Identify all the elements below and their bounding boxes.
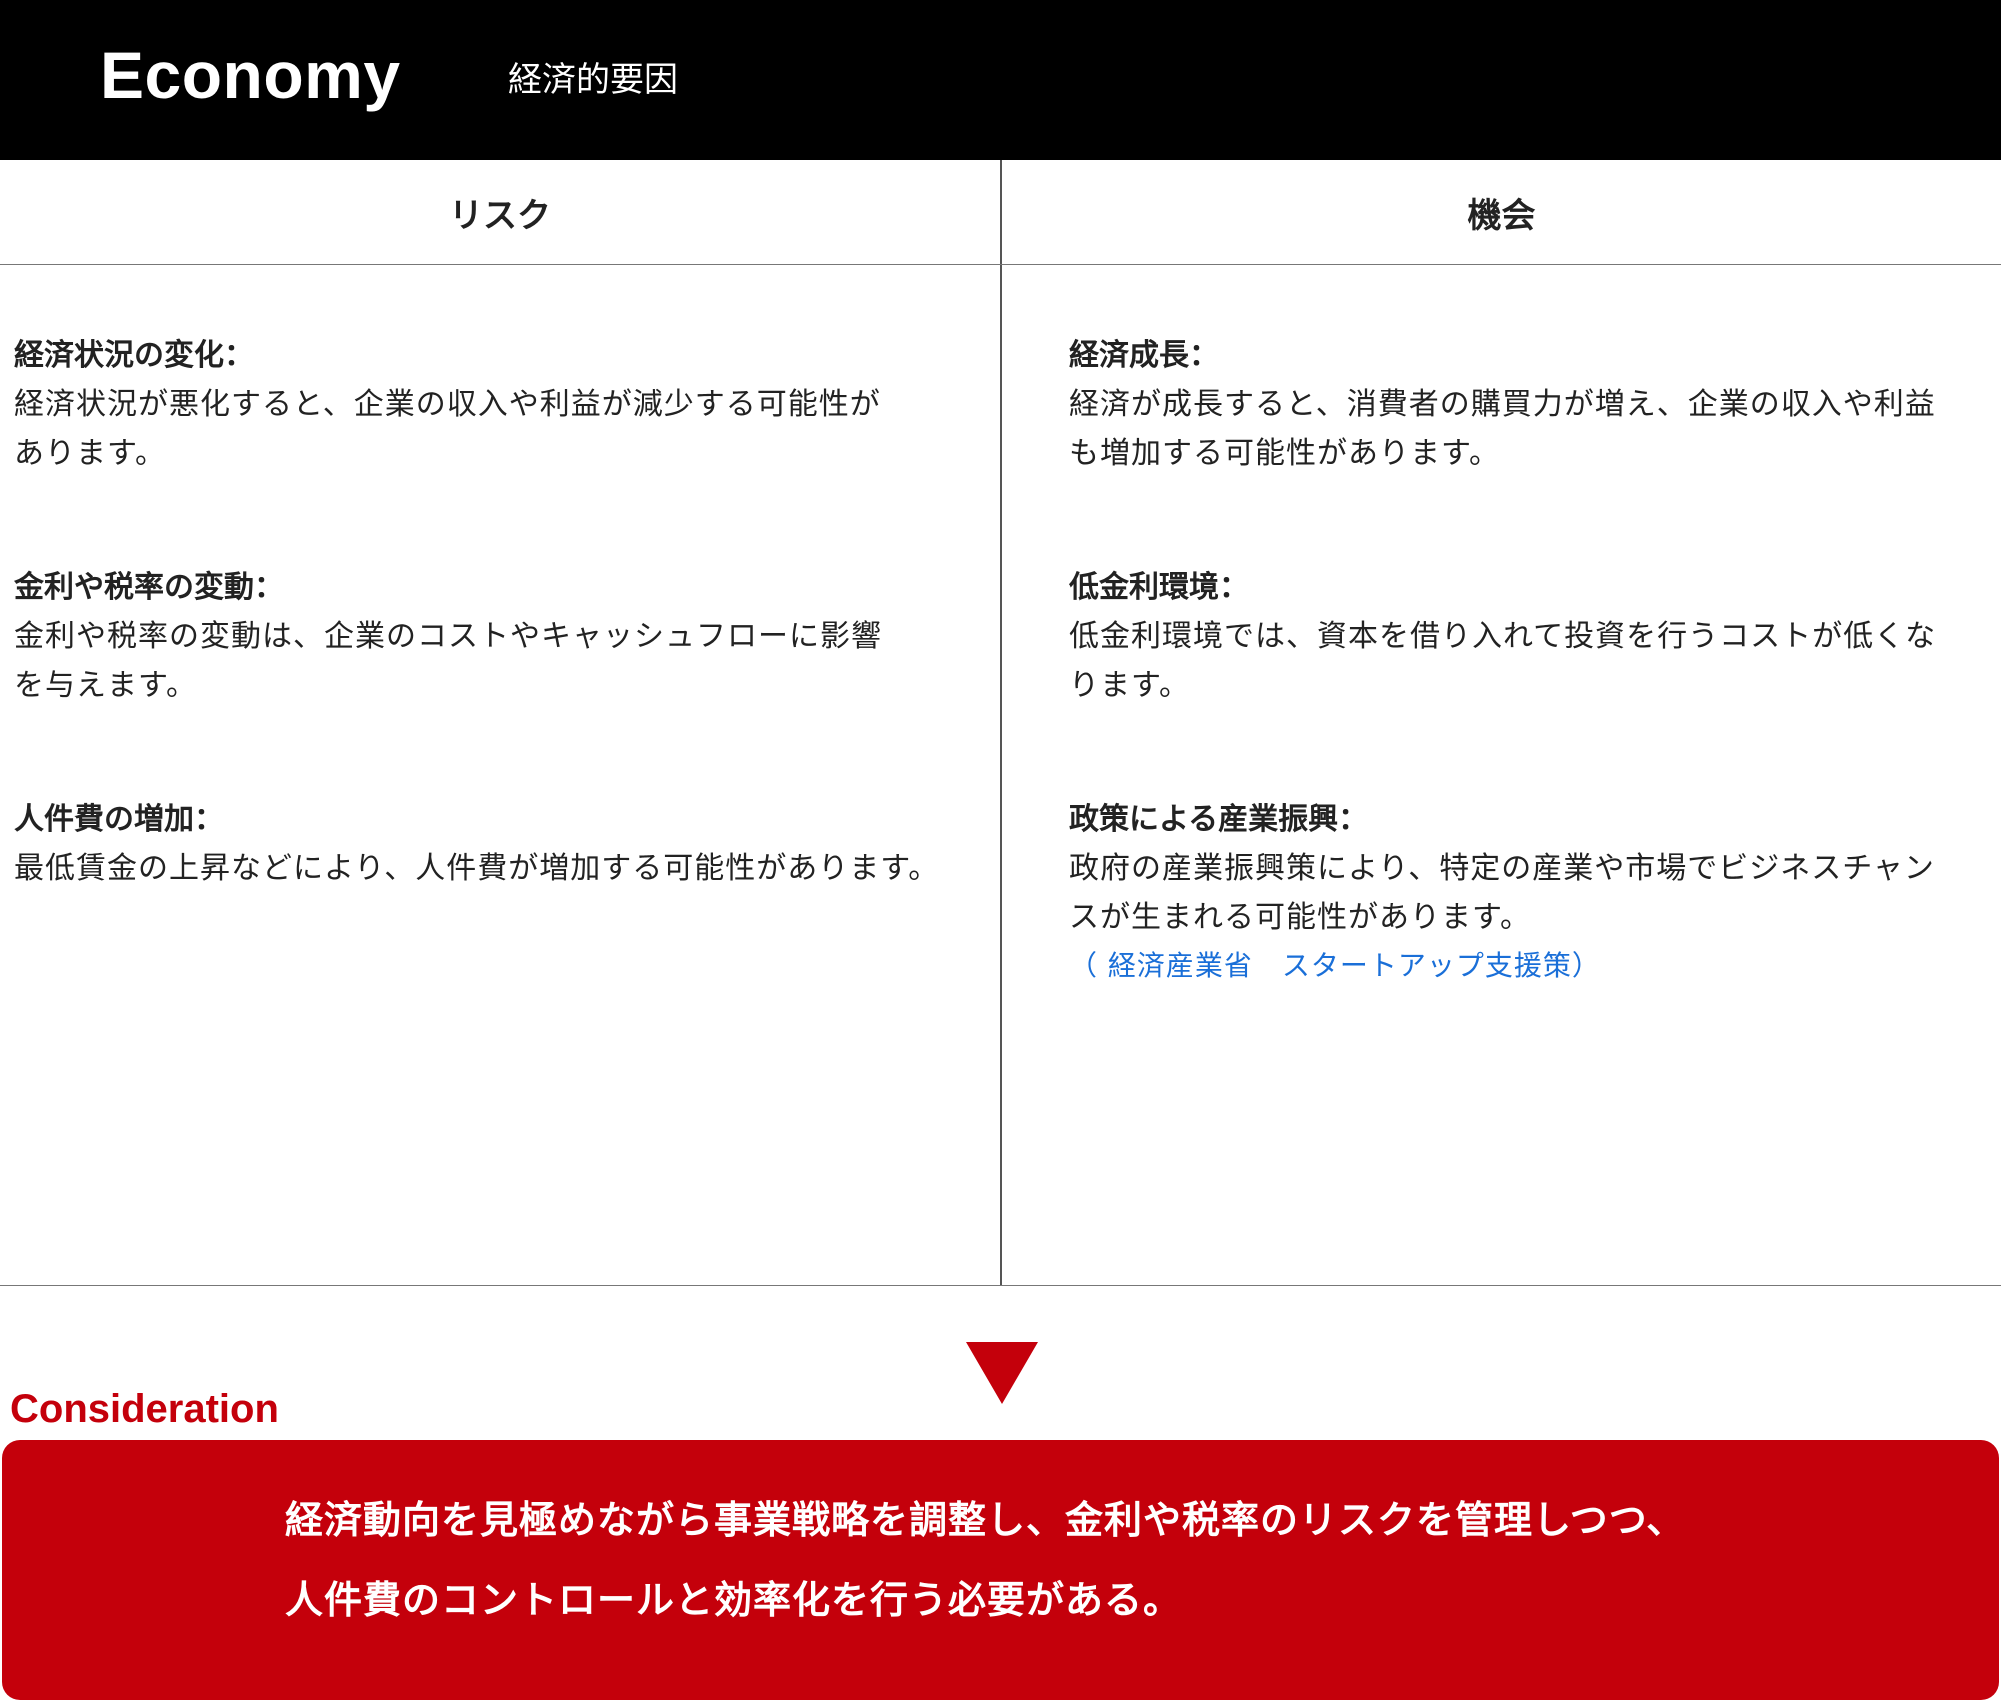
risk-opportunity-table: リスク 機会 経済状況の変化： 経済状況が悪化すると、企業の収入や利益が減少する… bbox=[0, 160, 2001, 1286]
opportunity-item-title: 低金利環境： bbox=[1069, 570, 1249, 605]
opportunity-item-title: 経済成長： bbox=[1069, 338, 1219, 373]
consideration-line: 経済動向を見極めながら事業戦略を調整し、金利や税率のリスクを管理しつつ、 bbox=[285, 1498, 1686, 1542]
risk-item-line: 最低賃金の上昇などにより、人件費が増加する可能性があります。 bbox=[14, 851, 940, 886]
risk-item-title: 人件費の増加： bbox=[14, 802, 224, 837]
opportunity-column-heading: 機会 bbox=[1467, 196, 1536, 236]
risk-item: 経済状況の変化： 経済状況が悪化すると、企業の収入や利益が減少する可能性が あり… bbox=[14, 332, 954, 564]
opportunity-item-line: も増加する可能性があります。 bbox=[1069, 436, 1500, 471]
opportunity-item-line: 政府の産業振興策により、特定の産業や市場でビジネスチャン bbox=[1069, 851, 1935, 886]
consideration-box: 経済動向を見極めながら事業戦略を調整し、金利や税率のリスクを管理しつつ、 人件費… bbox=[2, 1440, 1999, 1700]
page-subtitle: 経済的要因 bbox=[508, 60, 678, 100]
opportunity-item-line: スが生まれる可能性があります。 bbox=[1069, 900, 1531, 935]
opportunity-item-title: 政策による産業振興： bbox=[1069, 802, 1369, 837]
consideration-text: 経済動向を見極めながら事業戦略を調整し、金利や税率のリスクを管理しつつ、 人件費… bbox=[285, 1480, 1785, 1640]
opportunity-item: 政策による産業振興： 政府の産業振興策により、特定の産業や市場でビジネスチャン … bbox=[1069, 796, 1969, 1028]
risk-item: 人件費の増加： 最低賃金の上昇などにより、人件費が増加する可能性があります。 bbox=[14, 796, 954, 1028]
opportunity-column: 経済成長： 経済が成長すると、消費者の購買力が増え、企業の収入や利益 も増加する… bbox=[1069, 332, 1969, 1028]
opportunity-item-line: 経済が成長すると、消費者の購買力が増え、企業の収入や利益 bbox=[1069, 387, 1936, 422]
risk-item: 金利や税率の変動： 金利や税率の変動は、企業のコストやキャッシュフローに影響 を… bbox=[14, 564, 954, 796]
risk-item-line: 金利や税率の変動は、企業のコストやキャッシュフローに影響 bbox=[14, 619, 882, 654]
column-divider bbox=[1000, 160, 1002, 1285]
risk-item-line: 経済状況が悪化すると、企業の収入や利益が減少する可能性が bbox=[14, 387, 881, 422]
risk-item-line: あります。 bbox=[14, 436, 166, 471]
risk-item-line: を与えます。 bbox=[14, 668, 197, 703]
consideration-label: Consideration bbox=[10, 1387, 279, 1431]
opportunity-item: 低金利環境： 低金利環境では、資本を借り入れて投資を行うコストが低くな ります。 bbox=[1069, 564, 1969, 796]
down-arrow-icon bbox=[966, 1342, 1038, 1404]
consideration-line: 人件費のコントロールと効率化を行う必要がある。 bbox=[285, 1578, 1183, 1622]
page-title: Economy bbox=[100, 38, 401, 112]
opportunity-item-line: 低金利環境では、資本を借り入れて投資を行うコストが低くな bbox=[1069, 619, 1937, 654]
opportunity-item: 経済成長： 経済が成長すると、消費者の購買力が増え、企業の収入や利益 も増加する… bbox=[1069, 332, 1969, 564]
risk-item-title: 経済状況の変化： bbox=[14, 338, 254, 373]
heading-divider bbox=[0, 264, 2001, 265]
risk-item-title: 金利や税率の変動： bbox=[14, 570, 284, 605]
risk-column-heading: リスク bbox=[449, 196, 551, 236]
header-bar: Economy 経済的要因 bbox=[0, 0, 2001, 160]
meti-startup-support-link[interactable]: （ 経済産業省 スタートアップ支援策） bbox=[1069, 949, 1601, 982]
opportunity-item-line: ります。 bbox=[1069, 668, 1190, 703]
risk-column: 経済状況の変化： 経済状況が悪化すると、企業の収入や利益が減少する可能性が あり… bbox=[14, 332, 954, 1028]
